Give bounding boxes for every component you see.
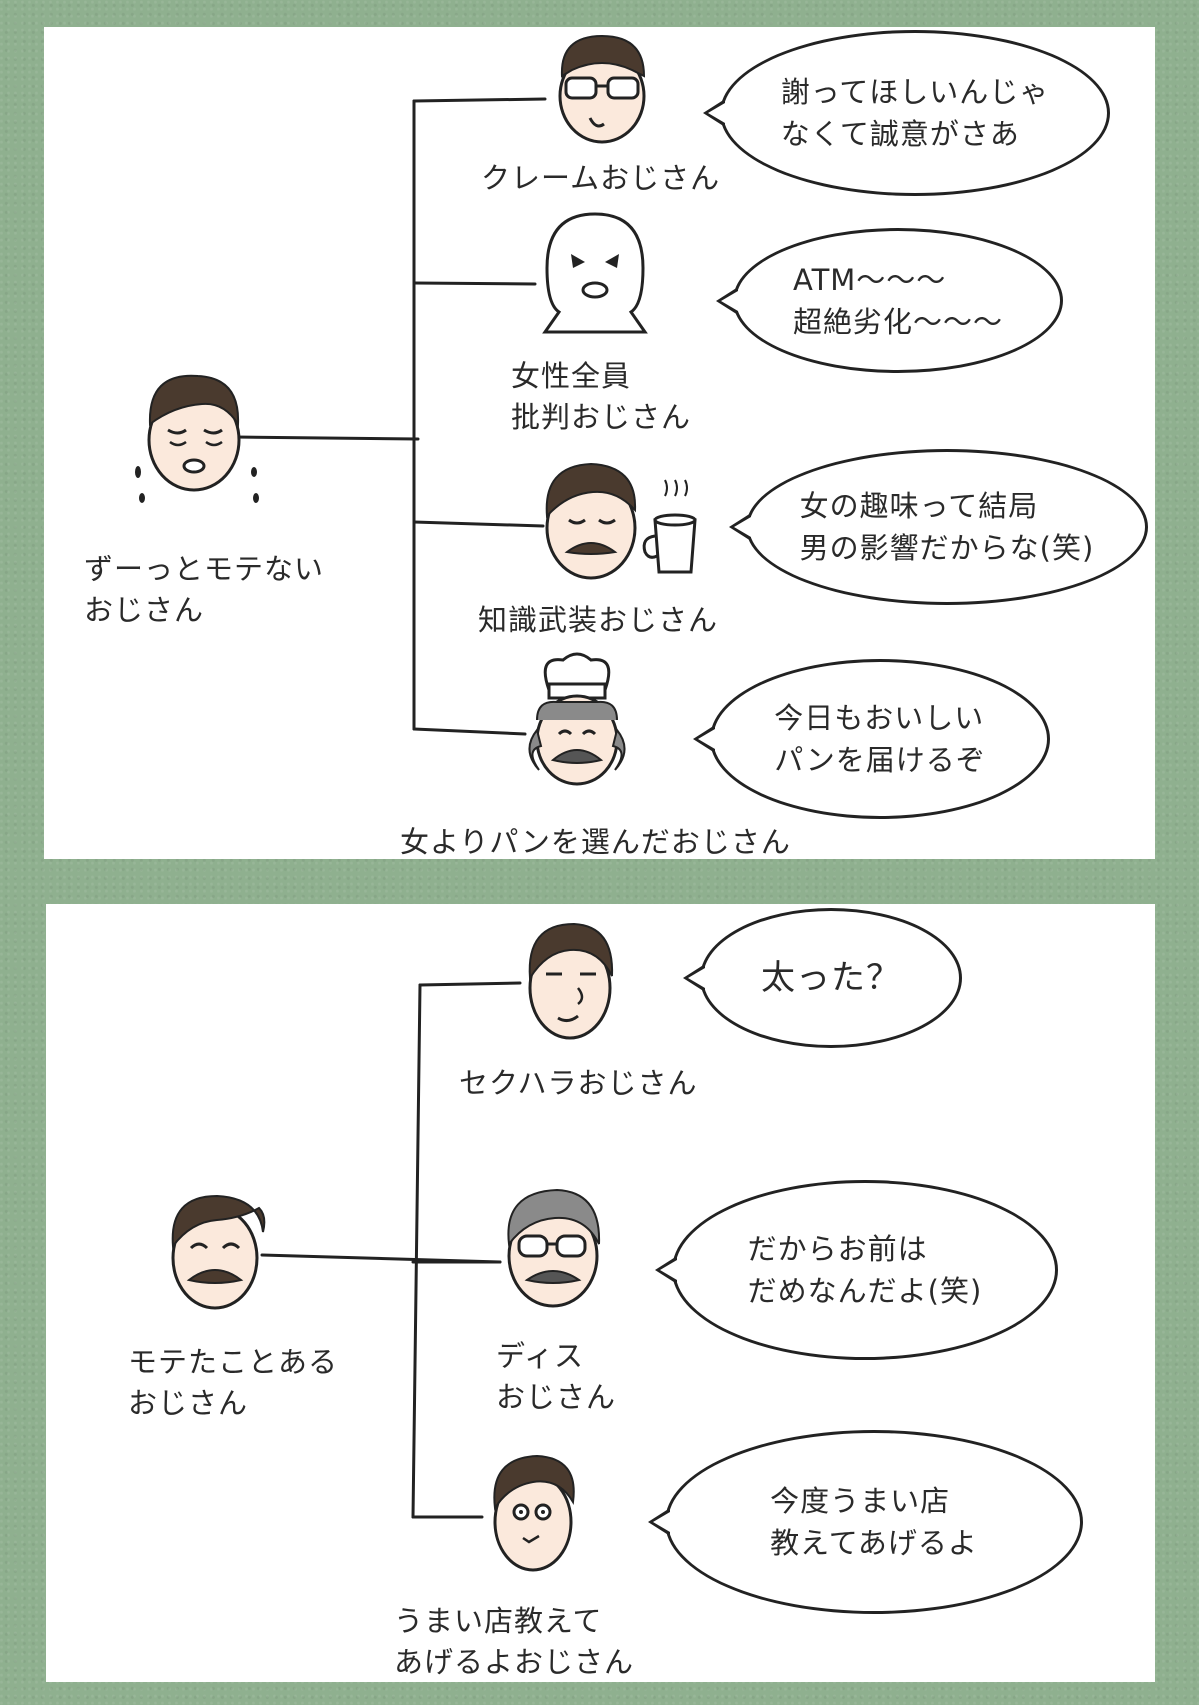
top-quote-bubble-1: 謝ってほしいんじゃ なくて誠意がさあ (703, 30, 1110, 196)
top-branch-1-label: クレームおじさん (481, 161, 721, 195)
top-root-label: ずーっとモテない おじさん (84, 552, 325, 627)
glasses-man-face-icon (558, 34, 646, 144)
gray-hair-glasses-face-icon (507, 1188, 601, 1308)
bottom-quote-bubble-1: 太った？ (683, 908, 962, 1048)
bottom-branch-3-label: うまい店教えて あげるよおじさん (394, 1604, 635, 1679)
sweating-man-face-icon (135, 374, 259, 503)
smug-man-face-icon (528, 922, 614, 1040)
bottom-branch-2-label: ディス おじさん (496, 1339, 617, 1414)
top-quote-4-text: 今日もおいしい パンを届けるぞ (774, 701, 986, 777)
bottom-quote-3-text: 今度うまい店 教えてあげるよ (770, 1484, 978, 1560)
bottom-quote-bubble-3: 今度うまい店 教えてあげるよ (648, 1430, 1083, 1614)
baker-face-icon (528, 652, 626, 786)
bottom-quote-bubble-2: だからお前は だめなんだよ(笑) (655, 1180, 1058, 1360)
top-branch-4-label: 女よりパンを選んだおじさん (400, 825, 791, 859)
bottom-quote-2-text: だからお前は だめなんだよ(笑) (747, 1232, 983, 1308)
mustache-man-coffee-icon (545, 462, 697, 580)
top-quote-1-text: 謝ってほしいんじゃ なくて誠意がさあ (780, 75, 1050, 151)
bottom-root-label: モテたことある おじさん (128, 1345, 339, 1420)
smiling-mustache-man-face-icon (171, 1194, 266, 1310)
top-branch-3-label: 知識武装おじさん (478, 603, 719, 637)
masked-face-icon (542, 212, 648, 334)
top-quote-3-text: 女の趣味って結局 男の影響だからな(笑) (799, 489, 1095, 565)
top-quote-2-text: ATM〜〜〜 超絶劣化〜〜〜 (792, 262, 1003, 339)
top-quote-bubble-2: ATM〜〜〜 超絶劣化〜〜〜 (716, 228, 1063, 373)
top-quote-bubble-4: 今日もおいしい パンを届けるぞ (693, 659, 1050, 819)
wide-eyed-man-face-icon (493, 1454, 575, 1572)
bottom-quote-1-text: 太った？ (761, 958, 901, 998)
bottom-branch-1-label: セクハラおじさん (459, 1066, 698, 1100)
top-quote-bubble-3: 女の趣味って結局 男の影響だからな(笑) (729, 449, 1148, 605)
top-branch-2-label: 女性全員 批判おじさん (511, 359, 692, 434)
